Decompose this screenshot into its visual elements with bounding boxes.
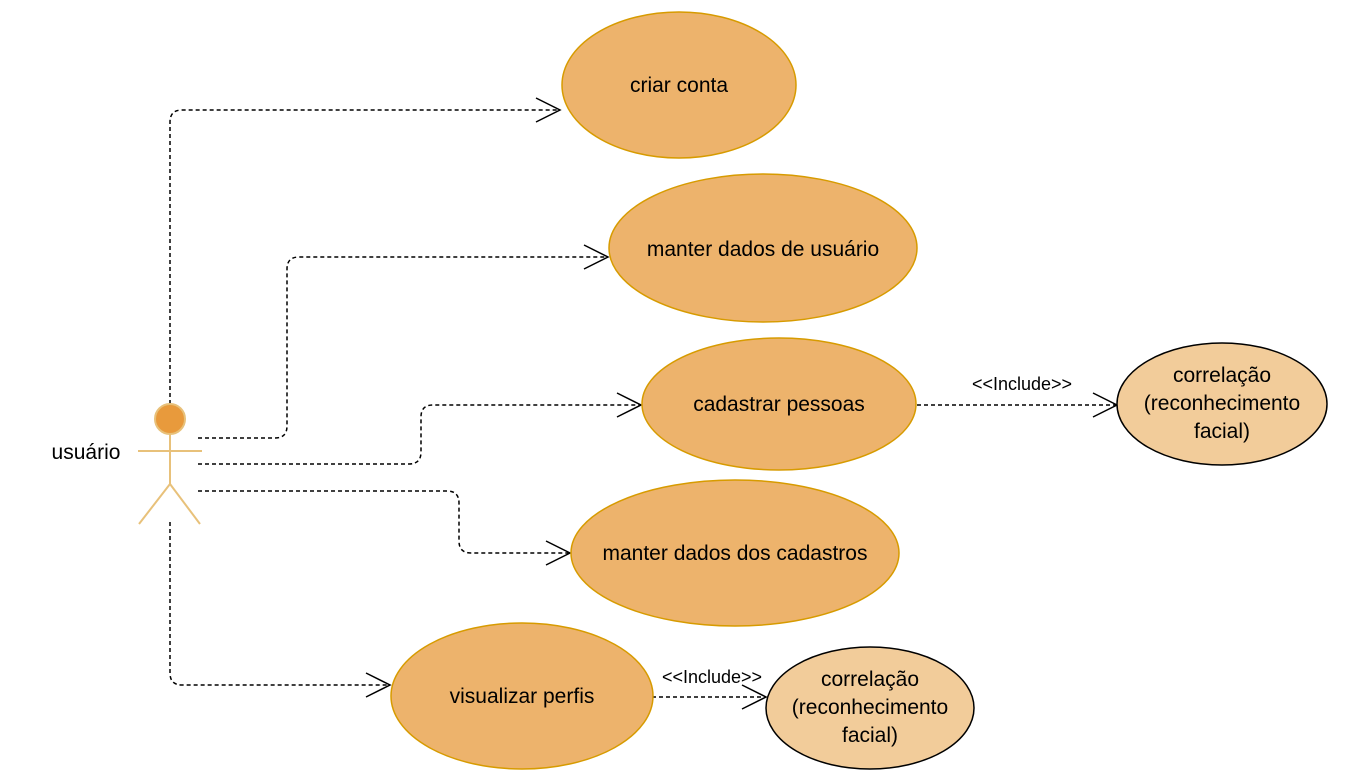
use-case-shape [561, 11, 797, 159]
included-line-3: facial) [1194, 420, 1250, 443]
use-case-manter-dados-cadastros[interactable]: manter dados dos cadastros [570, 479, 900, 627]
include-label-cadastrar: <<Include>> [972, 374, 1072, 394]
included-line-2: (reconhecimento [792, 696, 948, 719]
edge-head-manter-dados-usuario [583, 244, 610, 270]
included-line-1: correlação [1173, 364, 1271, 387]
edge-actor-manter-dados-cadastros [198, 490, 570, 554]
use-case-label: cadastrar pessoas [693, 393, 865, 416]
use-case-shape [390, 622, 654, 770]
included-correlacao-1[interactable]: correlação (reconhecimento facial) [1116, 342, 1328, 466]
edge-head-manter-dados-cadastros [545, 540, 572, 566]
included-shape [765, 646, 975, 770]
use-case-shape [570, 479, 900, 627]
actor-usuario[interactable] [138, 403, 202, 525]
actor-leg-left [138, 483, 171, 525]
included-line-1: correlação [821, 668, 919, 691]
use-case-label: manter dados dos cadastros [603, 542, 868, 565]
included-shape [1116, 342, 1328, 466]
edge-head-include-visualizar [741, 684, 768, 710]
use-case-shape [608, 173, 918, 323]
use-case-label: criar conta [630, 74, 728, 97]
use-case-manter-dados-usuario[interactable]: manter dados de usuário [608, 173, 918, 323]
included-line-2: (reconhecimento [1144, 392, 1300, 415]
include-label-visualizar: <<Include>> [662, 667, 762, 687]
actor-label: usuário [52, 441, 121, 464]
use-case-cadastrar-pessoas[interactable]: cadastrar pessoas [641, 337, 917, 471]
edge-head-visualizar-perfis [365, 672, 392, 698]
actor-leg-right [169, 483, 201, 525]
use-case-criar-conta[interactable]: criar conta [561, 11, 797, 159]
use-case-visualizar-perfis[interactable]: visualizar perfis [390, 622, 654, 770]
included-correlacao-2[interactable]: correlação (reconhecimento facial) [765, 646, 975, 770]
edge-actor-manter-dados-usuario [198, 256, 608, 439]
included-line-3: facial) [842, 724, 898, 747]
use-case-label: visualizar perfis [450, 685, 595, 708]
edge-head-criar-conta [535, 97, 562, 123]
edge-head-cadastrar-pessoas [616, 392, 643, 418]
edge-actor-criar-conta [169, 109, 560, 404]
edge-actor-cadastrar-pessoas [198, 404, 641, 465]
edge-actor-visualizar-perfis [169, 522, 390, 686]
use-case-label: manter dados de usuário [647, 238, 879, 261]
use-case-shape [641, 337, 917, 471]
actor-head [154, 403, 186, 435]
